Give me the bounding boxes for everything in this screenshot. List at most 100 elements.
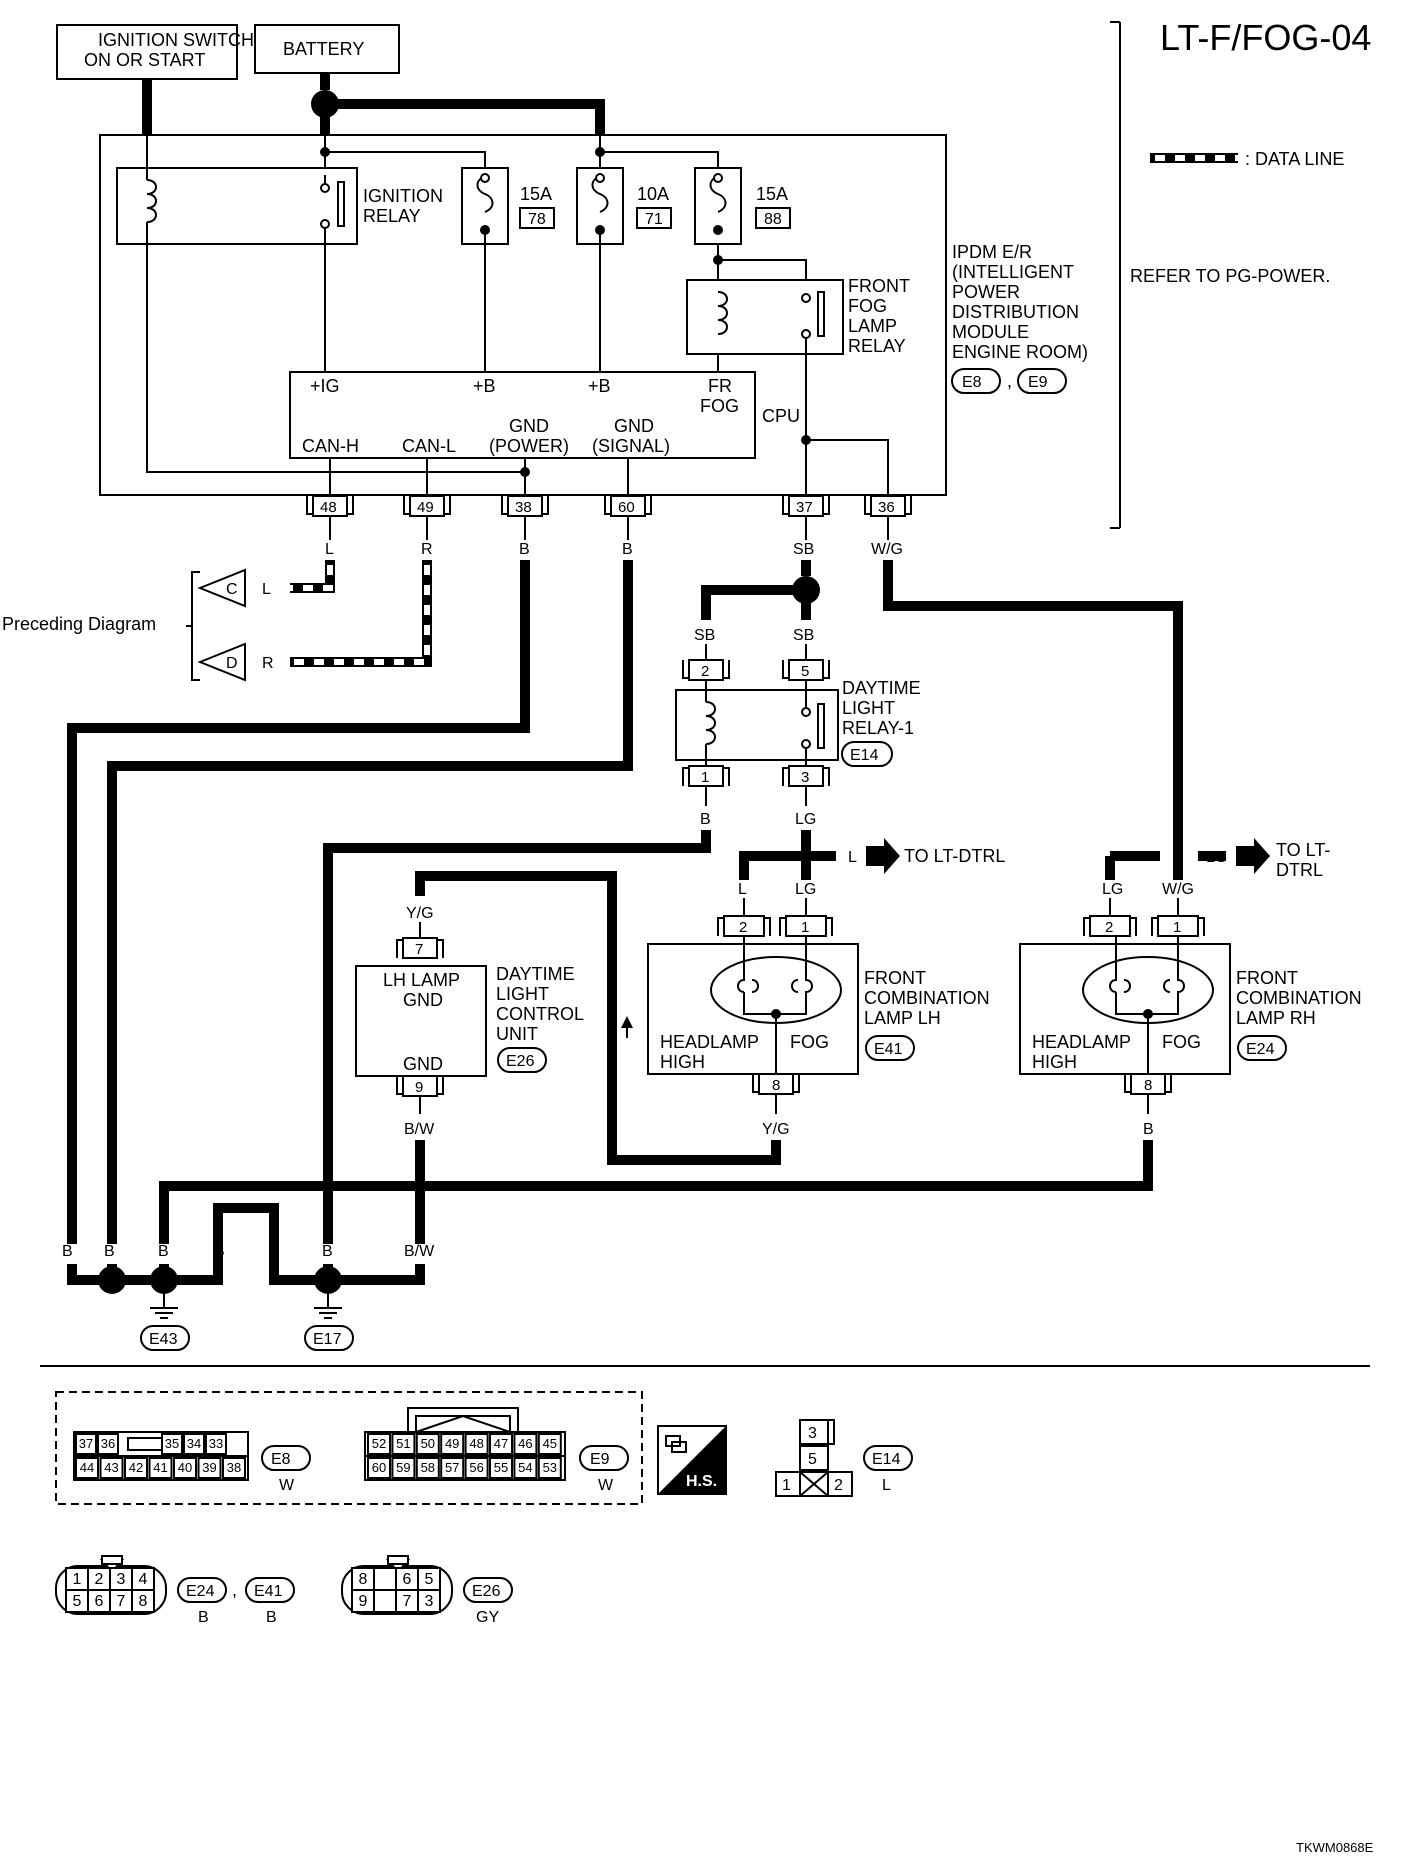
gnd-wire-6: B	[322, 1243, 333, 1260]
svg-text:10A: 10A	[637, 184, 669, 204]
dtrl-wire-yg: Y/G	[406, 905, 434, 922]
e24-pin-label: 7	[117, 1593, 126, 1610]
e9-pin	[489, 1433, 513, 1455]
svg-text:E26: E26	[472, 1583, 501, 1600]
front-combination-lamp-rh	[1019, 943, 1231, 1075]
lh-pin-8: 8	[752, 1073, 800, 1095]
svg-text:7: 7	[415, 941, 423, 958]
e9-pin	[367, 1433, 391, 1455]
pin-37: 37	[782, 495, 830, 517]
e8-pin-label: 41	[153, 1460, 167, 1475]
lh-conn-badge	[865, 1035, 915, 1061]
e9-pin	[537, 1457, 562, 1479]
svg-text:71: 71	[645, 211, 663, 228]
svg-text:78: 78	[528, 211, 546, 228]
dtrl-conn: E26	[506, 1053, 535, 1070]
e24-pin-label: 3	[117, 1571, 126, 1588]
relay1-conn-badge	[841, 741, 893, 767]
e9-pin	[464, 1457, 489, 1479]
dtrl-conn-badge	[497, 1047, 547, 1073]
cpu-gnds-label: GND (SIGNAL)	[592, 416, 670, 456]
rh-wire-lg: LG	[1102, 881, 1123, 898]
svg-text:H.S.: H.S.	[686, 1473, 717, 1490]
harness-side-icon: H.S.	[657, 1425, 727, 1495]
e8-pin-label: 37	[79, 1436, 93, 1451]
lh-wire-yg: Y/G	[762, 1121, 790, 1138]
connector-c: C L	[197, 568, 271, 608]
svg-text:15A: 15A	[520, 184, 552, 204]
e24-pin-label: 1	[73, 1571, 82, 1588]
dtrl-gnd: GND	[403, 1054, 443, 1074]
e9-pin-label: 52	[372, 1436, 386, 1451]
ground-symbol-icon	[150, 1307, 178, 1319]
dtrl-pin-7: 7	[396, 937, 444, 959]
ground-e43-badge	[140, 1325, 190, 1351]
dtrl-pin-9: 9	[396, 1075, 444, 1097]
svg-text:E8: E8	[962, 374, 982, 391]
svg-text:3: 3	[808, 1425, 817, 1442]
e9-pin	[537, 1433, 562, 1455]
relay1-pins: 2 5	[682, 659, 830, 681]
relay-sb1-label: SB	[694, 627, 715, 644]
cpu-canh-label: CAN-H	[302, 436, 359, 456]
e8-pin-label: 34	[187, 1436, 201, 1451]
e9-pin-label: 59	[396, 1460, 410, 1475]
e26-pin-label: 3	[425, 1593, 434, 1610]
fuse-71: 10A 71	[576, 167, 672, 245]
daytime-light-control-unit	[355, 965, 487, 1077]
lh-wire-l: L	[738, 881, 747, 898]
connector-d: D R	[197, 642, 274, 682]
svg-text:GY: GY	[476, 1609, 499, 1626]
e26-pin-label: 8	[359, 1571, 368, 1588]
svg-text:8: 8	[772, 1077, 780, 1094]
rh-conn: E24	[1246, 1041, 1275, 1058]
arrow-up-icon	[621, 1016, 633, 1028]
e8-pin-label: 42	[129, 1460, 143, 1475]
e9-pin	[391, 1433, 416, 1455]
e9-pin-label: 46	[518, 1436, 532, 1451]
preceding-label: Preceding Diagram	[2, 614, 156, 634]
cpu-b2-label: +B	[588, 376, 611, 396]
svg-text:9: 9	[415, 1079, 423, 1096]
e26-pin	[417, 1589, 441, 1613]
e9-pin-label: 56	[469, 1460, 483, 1475]
e8-pin	[75, 1433, 97, 1455]
fuse-88: 15A 88	[694, 167, 791, 245]
e26-pin	[373, 1567, 397, 1591]
svg-text:L: L	[262, 581, 271, 598]
battery-label: BATTERY	[283, 39, 364, 59]
ignition-relay-label: IGNITION RELAY	[363, 186, 448, 226]
svg-text:W: W	[279, 1477, 295, 1494]
e8-pin	[173, 1457, 197, 1479]
e9-pin-label: 51	[396, 1436, 410, 1451]
e9-pin	[367, 1457, 391, 1479]
svg-text:48: 48	[320, 499, 337, 516]
e8-pin	[97, 1433, 119, 1455]
e8-pin-label: 40	[178, 1460, 192, 1475]
ground-e17-badge	[304, 1325, 354, 1351]
to-dtrl-lg: LG	[1206, 849, 1227, 866]
refer-note: REFER TO PG-POWER.	[1130, 266, 1330, 286]
svg-text:E41: E41	[254, 1583, 283, 1600]
ground-e43: E43	[149, 1331, 178, 1348]
pin-60: 60	[604, 495, 652, 517]
e9-pin	[440, 1457, 465, 1479]
svg-text:B: B	[198, 1609, 209, 1626]
daytime-light-relay-1	[675, 689, 839, 761]
e9-pin	[513, 1433, 538, 1455]
rh-pins-top: 2 1	[1083, 915, 1205, 937]
connector-e14: 3 5 1 2 E14 L	[775, 1419, 913, 1497]
svg-text:E8: E8	[271, 1451, 291, 1468]
arrow-right-icon	[866, 838, 900, 874]
e9-pin	[415, 1433, 440, 1455]
relay1-conn: E14	[850, 747, 879, 764]
svg-text:2: 2	[739, 919, 747, 936]
cpu-b1-label: +B	[473, 376, 496, 396]
e26-pin-label: 6	[403, 1571, 412, 1588]
e26-pin-label: 7	[403, 1593, 412, 1610]
e8-pin	[161, 1433, 183, 1455]
